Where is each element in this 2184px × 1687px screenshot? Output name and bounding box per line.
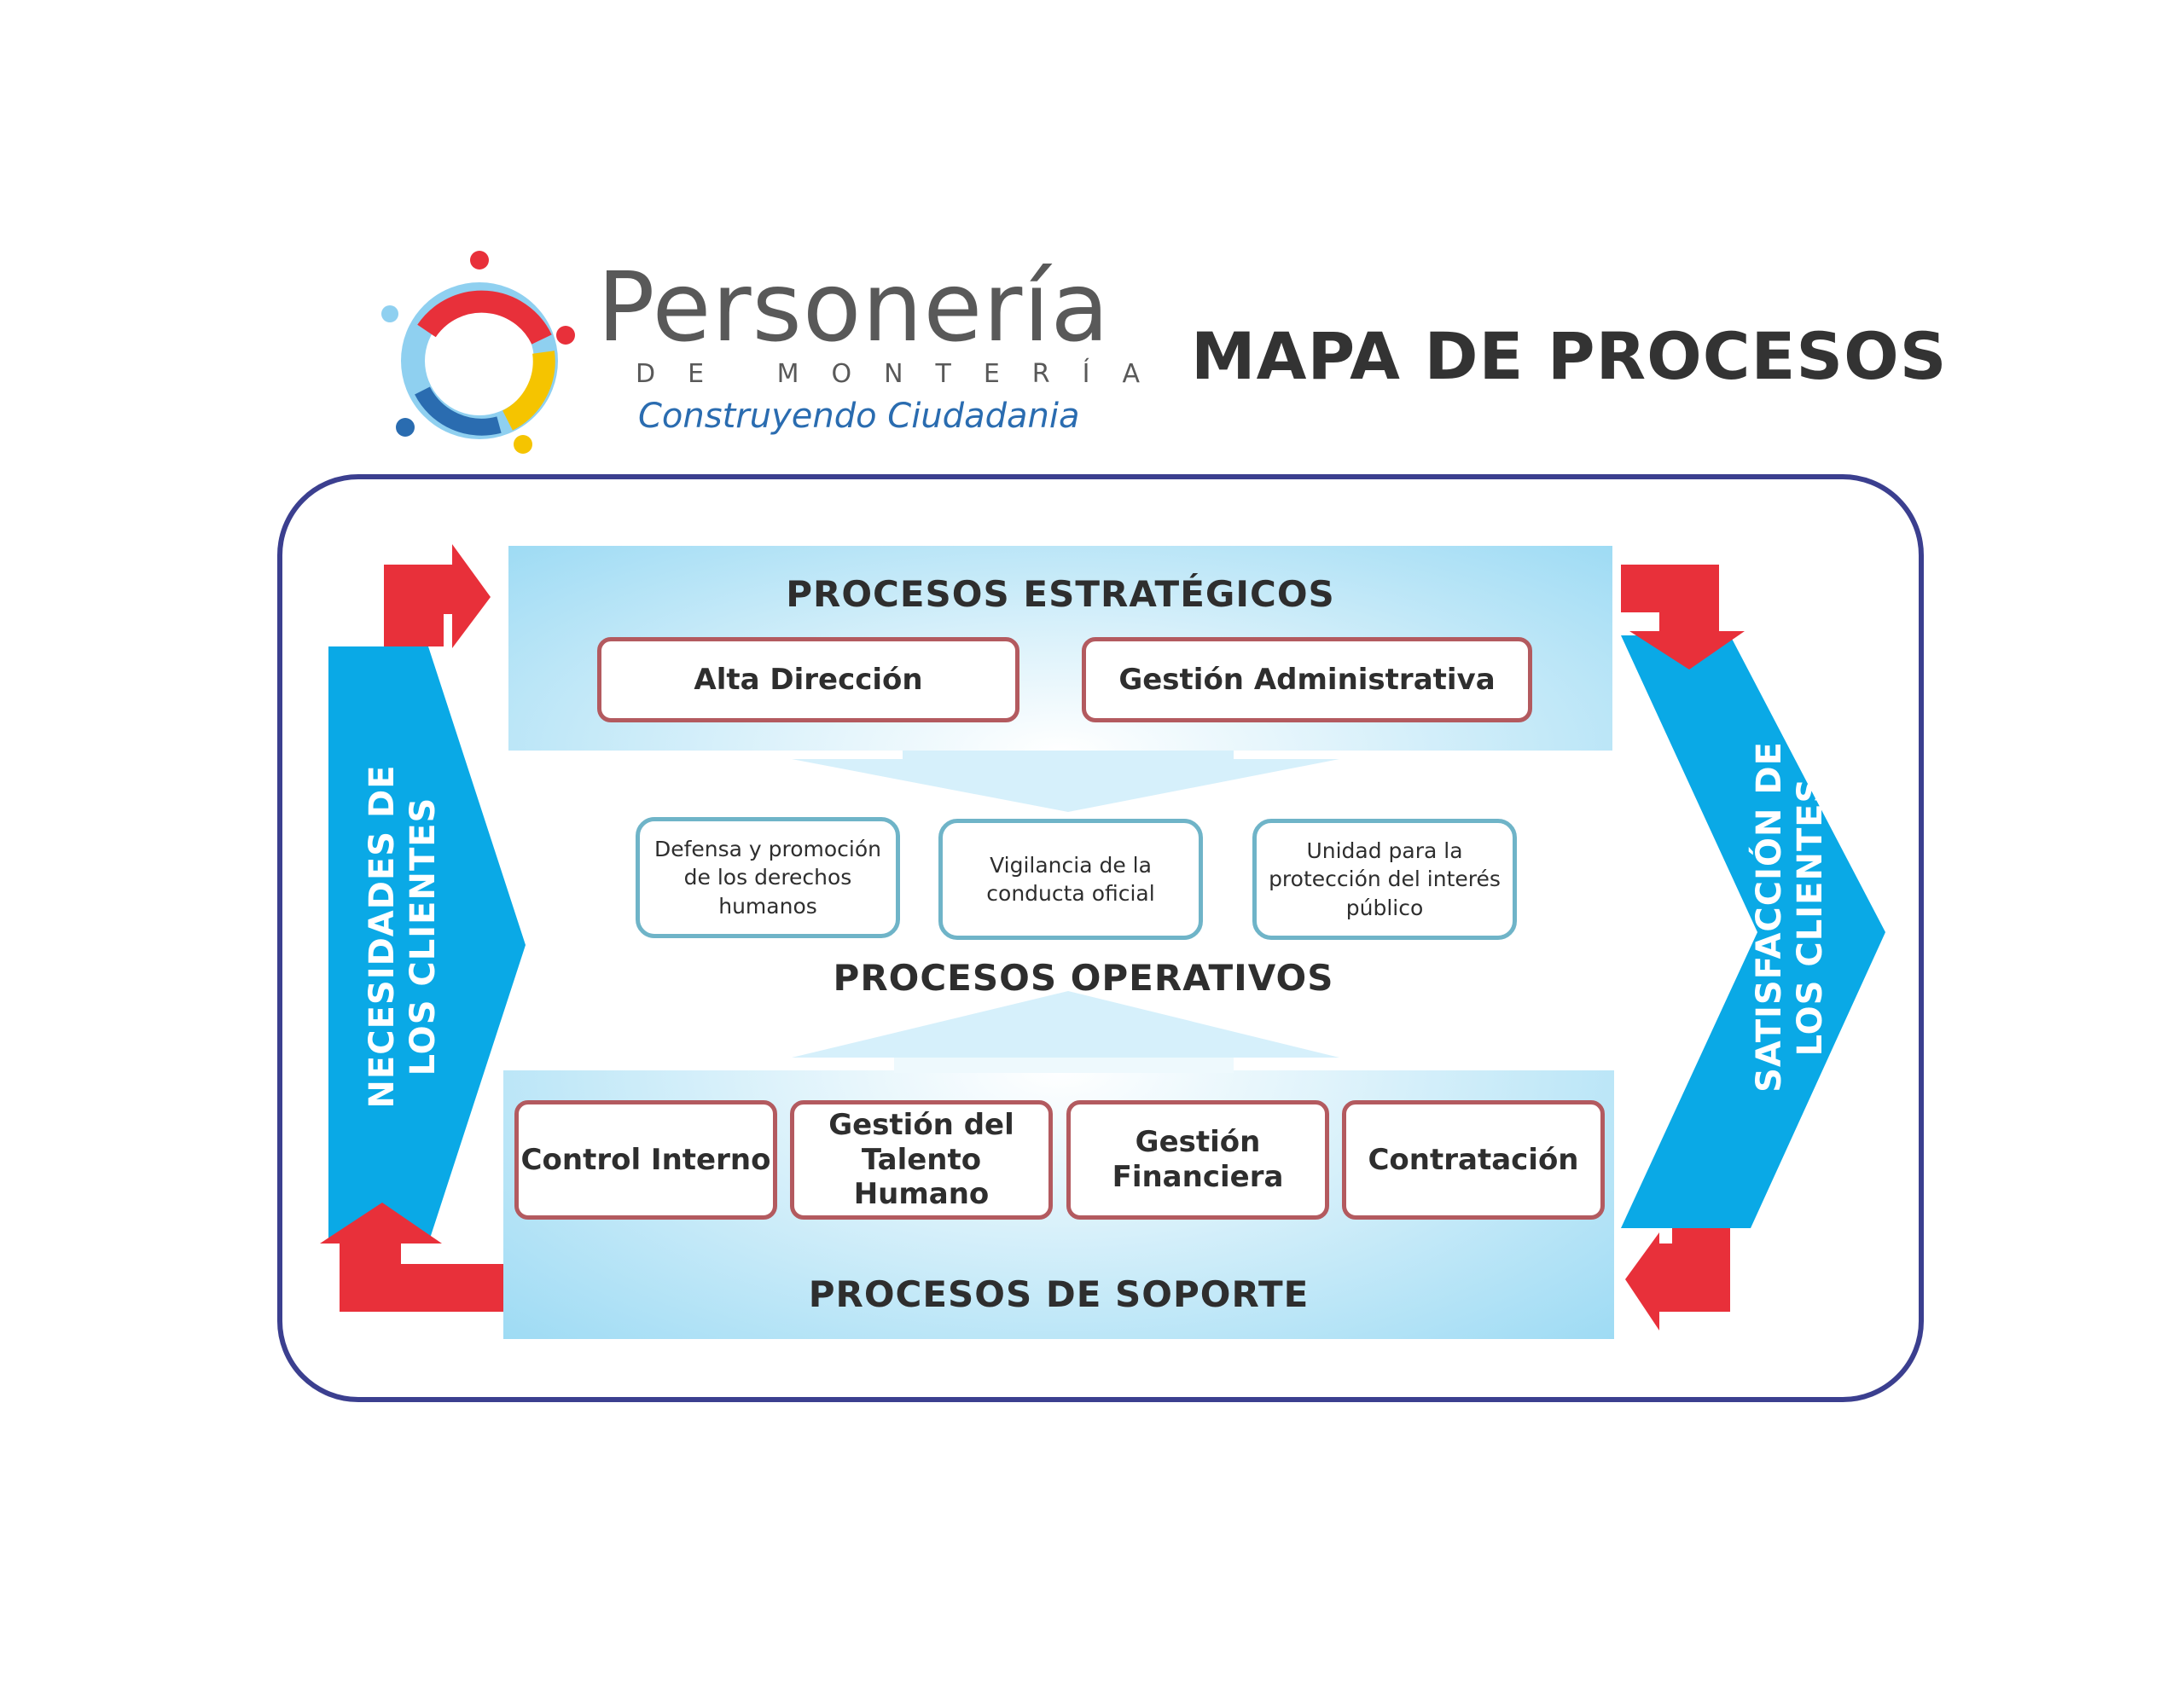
right-chevron-arrow [1621,635,1885,1228]
process-defensa-derechos: Defensa y promoción de los derechos huma… [636,817,900,938]
process-control-interno: Control Interno [514,1100,777,1220]
left-label-line1: NECESIDADES DE [363,764,402,1109]
process-alta-direccion: Alta Dirección [597,637,1019,722]
up-funnel-arrow [792,991,1339,1070]
process-gestion-financiera: Gestión Financiera [1066,1100,1329,1220]
right-label-line1: SATISFACCIÓN DE [1750,741,1789,1093]
process-gestion-administrativa: Gestión Administrativa [1082,637,1532,722]
left-side-label: NECESIDADES DE LOS CLIENTES [362,764,444,1108]
process-vigilancia-conducta: Vigilancia de la conducta oficial [938,819,1203,940]
brand-subtitle: DE MONTERÍA [636,359,1173,389]
process-proteccion-interes: Unidad para la protección del interés pú… [1252,819,1517,940]
left-chevron-arrow [328,646,526,1244]
down-funnel-arrow [792,751,1339,812]
brand-name: Personería [597,252,1111,363]
left-label-line2: LOS CLIENTES [404,797,443,1076]
diagram-frame [277,474,1924,1402]
personeria-logo-icon [381,251,575,454]
brand-tagline: Construyendo Ciudadania [638,397,1080,436]
strategic-title: PROCESOS ESTRATÉGICOS [786,573,1335,615]
process-talento-humano: Gestión del Talento Humano [790,1100,1053,1220]
support-title: PROCESOS DE SOPORTE [808,1273,1310,1315]
page-title: MAPA DE PROCESOS [1191,318,1948,394]
red-arrow-top-right [1621,565,1745,670]
red-arrow-top-left [384,544,491,648]
red-arrow-bottom-left [320,1203,503,1312]
process-contratacion: Contratación [1342,1100,1605,1220]
right-label-line2: LOS CLIENTES [1791,777,1830,1057]
right-side-label: SATISFACCIÓN DE LOS CLIENTES [1749,741,1831,1093]
red-arrow-bottom-right [1625,1228,1730,1330]
operative-title: PROCESOS OPERATIVOS [833,957,1334,999]
